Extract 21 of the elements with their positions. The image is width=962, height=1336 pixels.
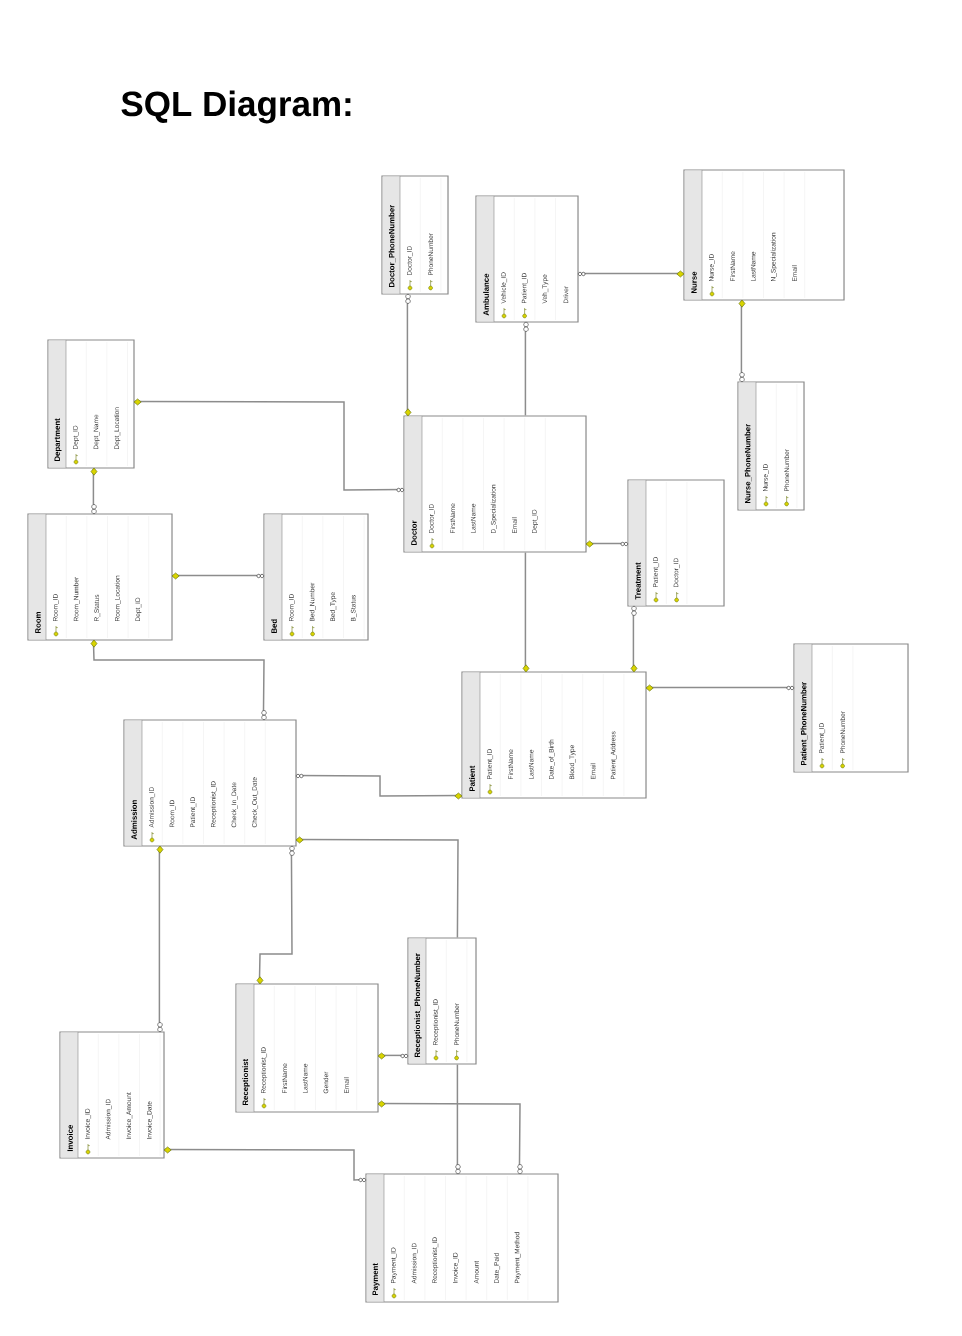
relationship-line: [645, 684, 795, 692]
relationship-line: [90, 467, 98, 515]
relationship-line: [523, 321, 529, 417]
relationship-line: [455, 1063, 461, 1175]
relationship-line: [522, 551, 530, 673]
relationship-line: [377, 1052, 409, 1060]
relationship-line: [171, 572, 265, 580]
relationship-line: [630, 605, 638, 673]
relationship-line: [295, 773, 463, 800]
title: SQL Diagram:: [121, 90, 351, 124]
relationship-line: [577, 270, 685, 278]
relationship-line: [295, 836, 459, 939]
relationship-line: [377, 1100, 523, 1175]
relationship-line: [163, 1146, 367, 1183]
relationship-line: [256, 845, 295, 985]
relationship-line: [133, 398, 405, 493]
relationship-line: [156, 845, 164, 1033]
relationship-line: [90, 639, 267, 721]
relationship-line: [585, 540, 629, 548]
relationship-line: [404, 293, 412, 417]
relationship-line: [738, 299, 746, 383]
